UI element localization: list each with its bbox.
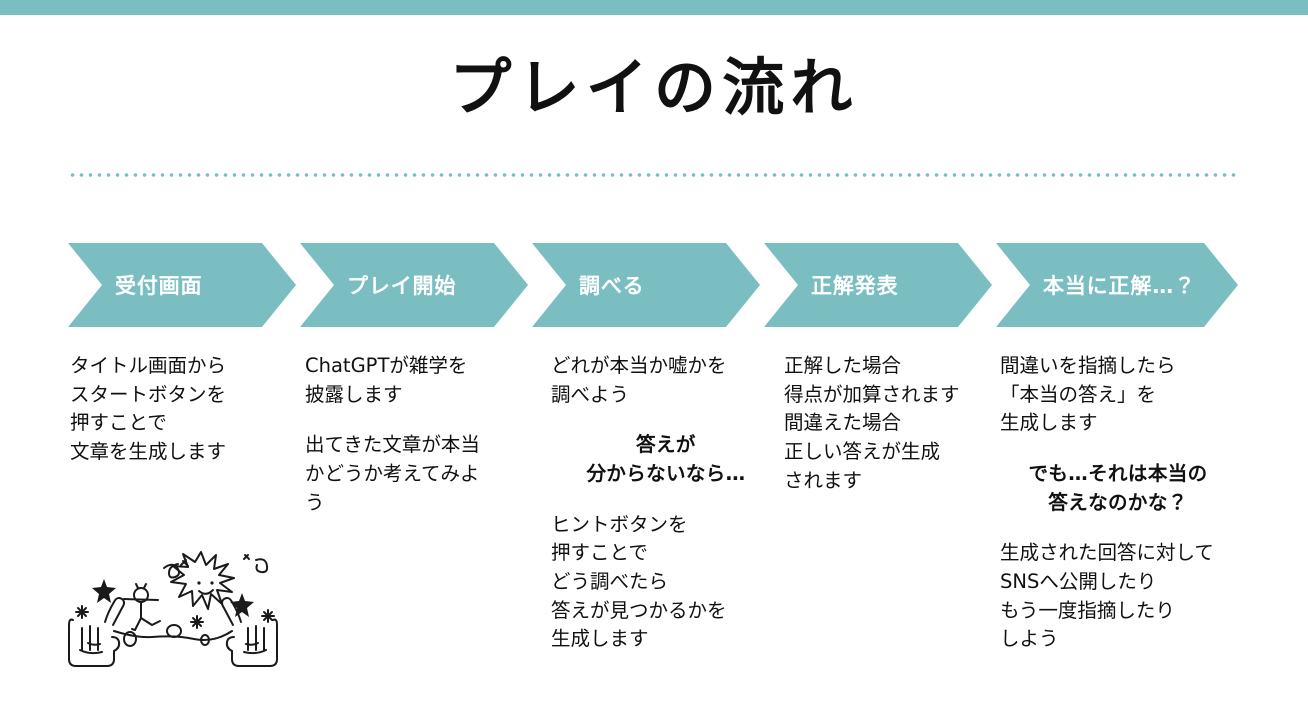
flow-step-4[interactable]: 正解発表 [764,243,992,327]
description-line: 正しい答えが生成 [784,439,941,463]
flow-step-label: 正解発表 [811,274,899,298]
description-line: 分からないなら… [586,461,746,485]
description-column-1: タイトル画面からスタートボタンを押すことで文章を生成します [70,352,302,467]
description-line: ヒントボタンを [551,512,688,536]
description-line: 押すことで [70,411,167,435]
description-line: どれが本当か嘘かを [551,354,727,377]
description-paragraph: ChatGPTが雑学を披露します [305,352,537,409]
description-columns: タイトル画面からスタートボタンを押すことで文章を生成します ChatGPTが雑学… [0,352,1308,672]
description-line: SNSへ公開したり [1000,569,1157,593]
description-paragraph: どれが本当か嘘かを調べよう [551,352,781,409]
description-column-2: ChatGPTが雑学を披露します出てきた文章が本当かどうか考えてみよう [305,352,537,517]
flow-step-label: 本当に正解…？ [1043,274,1196,298]
description-paragraph: タイトル画面からスタートボタンを押すことで文章を生成します [70,352,302,467]
description-line: 生成します [551,627,649,651]
description-line: 押すことで [551,541,648,565]
description-line: 「本当の答え」を [1000,382,1157,406]
description-line: 間違えた場合 [784,411,902,435]
description-line: 文章を生成します [70,439,227,463]
description-line: どう調べたら [551,569,669,593]
description-column-4: 正解した場合得点が加算されます間違えた場合正しい答えが生成されます [784,352,996,495]
description-paragraph: でも…それは本当の答えなのかな？ [1000,460,1236,517]
description-paragraph: 正解した場合得点が加算されます間違えた場合正しい答えが生成されます [784,352,996,495]
description-line: かどうか考えてみよ [305,461,480,485]
top-accent-band [0,0,1308,15]
page-title: プレイの流れ [449,51,859,124]
description-column-3: どれが本当か嘘かを調べよう答えが分からないなら… ヒントボタンを押すことでどう調べ… [551,352,781,654]
description-paragraph: 出てきた文章が本当かどうか考えてみよう [305,431,537,517]
description-line: 調べよう [551,382,630,406]
flow-step-label: 受付画面 [115,274,203,298]
description-line: でも…それは本当の [1028,461,1208,485]
description-paragraph: ヒントボタンを押すことでどう調べたら答えが見つかるかを生成します [551,511,781,654]
flow-step-1[interactable]: 受付画面 [68,243,296,327]
description-line: 生成します [1000,411,1098,435]
description-line: 正解した場合 [784,354,902,377]
description-line: しよう [1000,627,1059,651]
flow-step-label: 調べる [579,274,645,298]
description-line: されます [784,468,863,492]
description-line: 生成された回答に対して [1000,541,1214,565]
description-line: 得点が加算されます [784,382,960,406]
flow-step-2[interactable]: プレイ開始 [300,243,528,327]
description-line: スタートボタンを [70,382,227,406]
dotted-divider [68,173,1240,177]
description-line: 出てきた文章が本当 [305,433,480,457]
description-line: もう一度指摘したり [1000,598,1175,622]
flow-step-5[interactable]: 本当に正解…？ [996,243,1238,327]
tightrope-walker-doodle [62,538,284,670]
description-line: 答えが [636,433,696,457]
flow-chevron-strip: 受付画面 プレイ開始 調べる 正解発表 本当に正解…？ [0,243,1308,327]
flow-step-label: プレイ開始 [347,274,457,298]
description-line: 間違いを指摘したら [1000,354,1176,377]
description-line: 披露します [305,382,403,406]
description-column-5: 間違いを指摘したら「本当の答え」を生成しますでも…それは本当の答えなのかな？ 生成… [1000,352,1236,654]
flow-step-3[interactable]: 調べる [532,243,760,327]
description-paragraph: 生成された回答に対して SNSへ公開したりもう一度指摘したりしよう [1000,539,1236,654]
description-line: タイトル画面から [70,354,227,377]
description-line: ChatGPTが雑学を [305,354,468,377]
description-line: う [305,490,325,514]
description-paragraph: 間違いを指摘したら「本当の答え」を生成します [1000,352,1236,438]
description-paragraph: 答えが分からないなら… [551,431,781,488]
description-line: 答えなのかな？ [1048,490,1188,514]
description-line: 答えが見つかるかを [551,598,727,622]
